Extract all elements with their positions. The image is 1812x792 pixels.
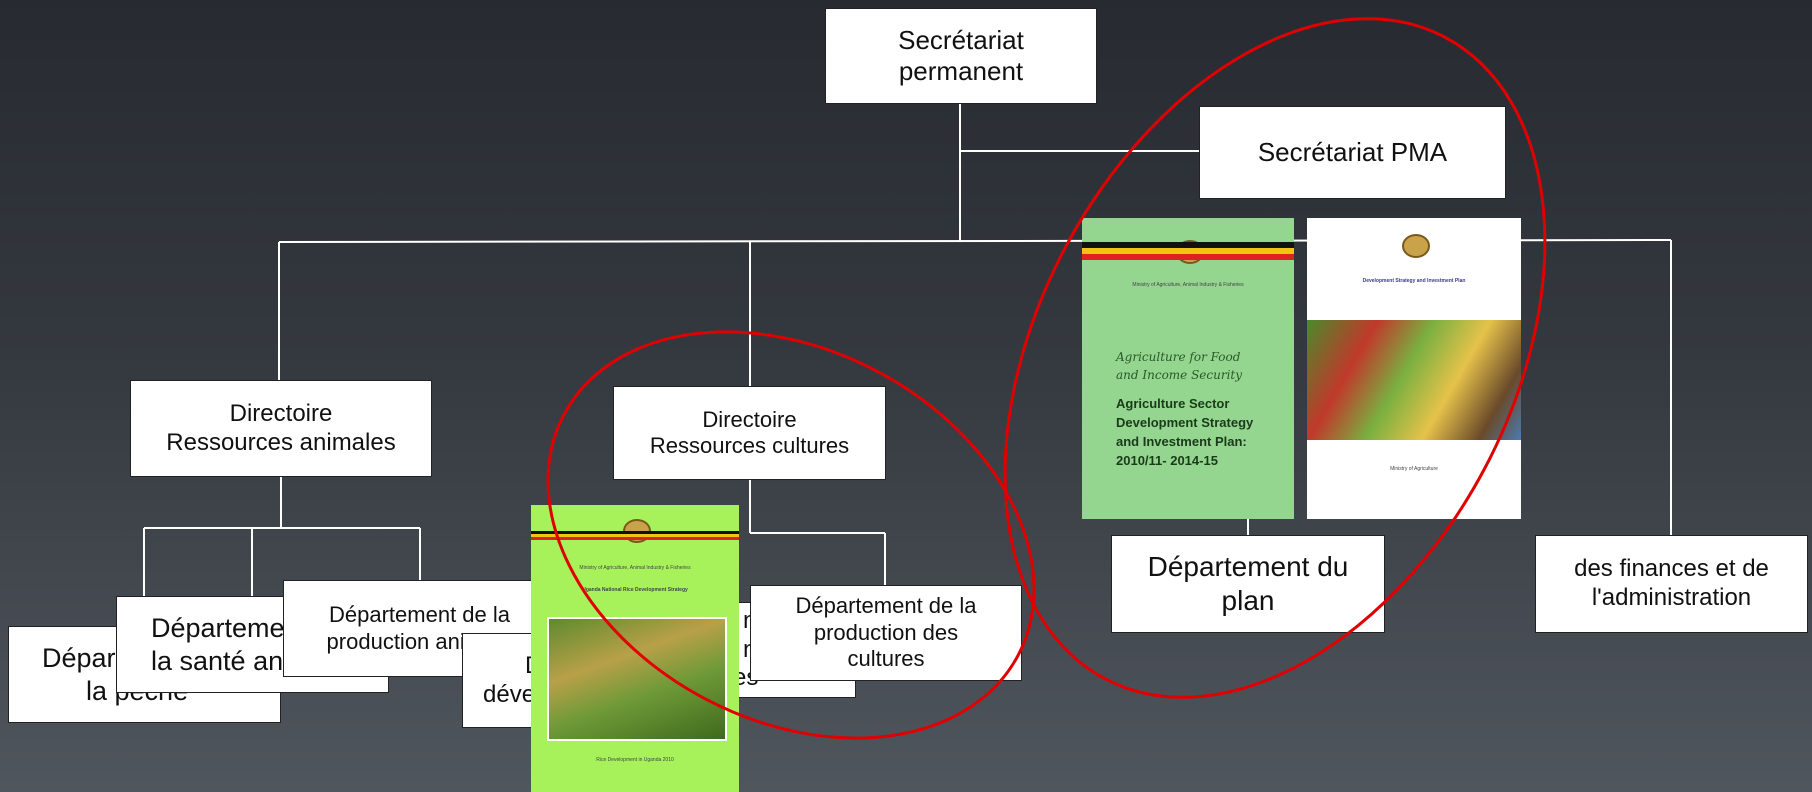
white-report-title: Development Strategy and Investment Plan: [1362, 278, 1466, 284]
dept-crop-prod-line1: Département de la: [795, 593, 977, 619]
dir-crops-line2: Ressources cultures: [649, 433, 850, 458]
asdsip-title-line1: Agriculture Sector: [1116, 396, 1230, 411]
dept-health-line2: la santé an: [151, 645, 284, 676]
dir-animal-line1: Directoire: [229, 399, 333, 427]
dept-fishing-line1: Dépar: [42, 643, 116, 674]
dept-animal-production-box: Département de la production animale: [283, 580, 556, 677]
dept-health-line1: Départeme: [151, 613, 285, 644]
dept-animal-prod-line1: Département de la: [329, 602, 510, 628]
rice-cover-footer: Rice Development in Uganda 2010: [596, 757, 674, 763]
asdsip-italic-line1: Agriculture for Food: [1116, 350, 1241, 364]
uganda-emblem-icon: [1402, 234, 1430, 258]
directorate-crops-box: Directoire Ressources cultures: [613, 386, 886, 480]
asdsip-cover: Ministry of Agriculture, Animal Industry…: [1082, 218, 1294, 519]
development-plan-cover: Development Strategy and Investment Plan…: [1307, 218, 1521, 519]
dept-finance-line1: des finances et de: [1574, 555, 1769, 583]
dept-crop-prod-line3: cultures: [847, 646, 925, 672]
root-secretariat-box: Secrétariat permanent: [825, 8, 1097, 104]
root-line1: Secrétariat: [898, 24, 1024, 55]
dept-plan-line2: plan: [1221, 585, 1275, 616]
rice-cover-subtitle: Uganda National Rice Development Strateg…: [582, 587, 688, 593]
dept-plan-box: Département du plan: [1111, 535, 1385, 633]
rice-strategy-cover: Ministry of Agriculture, Animal Industry…: [531, 505, 739, 792]
flag-stripe-red: [531, 537, 739, 540]
asdsip-italic-line2: and Income Security: [1116, 368, 1243, 382]
flag-stripe-red: [1082, 254, 1294, 260]
dir-crops-line1: Directoire: [702, 406, 797, 432]
directorate-animal-box: Directoire Ressources animales: [130, 380, 432, 477]
asdsip-title-line2: Development Strategy: [1116, 415, 1254, 430]
dept-crop-production-box: Département de la production des culture…: [750, 585, 1022, 681]
dept-crop-prod-line2: production des: [813, 619, 959, 645]
dept-finance-line2: l'administration: [1591, 584, 1752, 611]
asdsip-title-line4: 2010/11- 2014-15: [1116, 453, 1218, 468]
asdsip-ministry: Ministry of Agriculture, Animal Industry…: [1132, 282, 1244, 288]
pma-secretariat-box: Secrétariat PMA: [1199, 106, 1506, 199]
white-report-photo: [1307, 320, 1521, 440]
dept-plan-line1: Département du: [1147, 551, 1349, 583]
asdsip-title-line3: and Investment Plan:: [1116, 434, 1247, 449]
pma-label: Secrétariat PMA: [1257, 136, 1448, 167]
dir-animal-line2: Ressources animales: [166, 428, 396, 456]
dept-dev-line2: déve: [483, 680, 536, 708]
root-line2: permanent: [898, 56, 1024, 86]
white-report-footer: Ministry of Agriculture: [1390, 466, 1438, 472]
dept-finance-box: des finances et de l'administration: [1535, 535, 1808, 633]
rice-cover-ministry: Ministry of Agriculture, Animal Industry…: [579, 565, 691, 571]
rice-photo: [547, 617, 727, 741]
